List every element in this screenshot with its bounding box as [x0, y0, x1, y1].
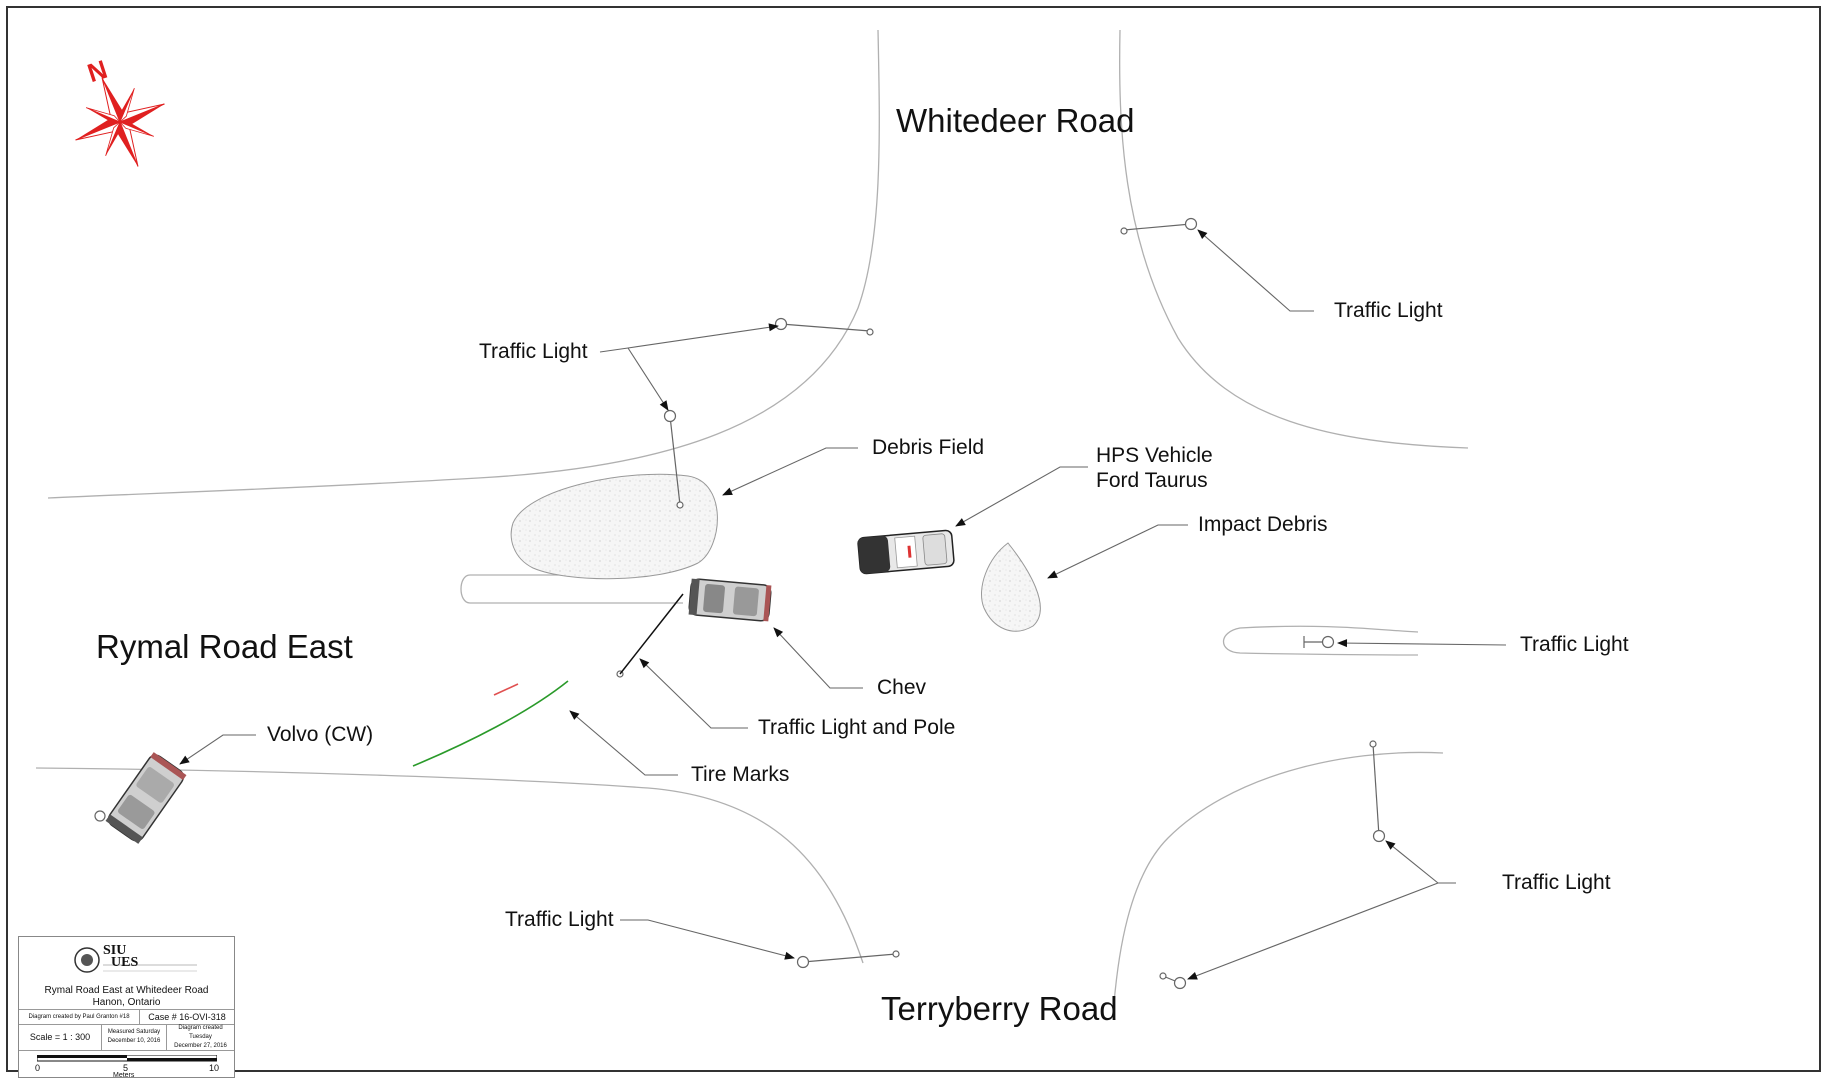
hps-vehicle-ford-taurus	[857, 529, 955, 575]
leader-traffic-light-se-1	[1385, 840, 1456, 884]
road-edge-rymal-south	[35, 767, 864, 964]
debris-field-area	[510, 473, 718, 580]
traffic-light-se-head-1	[1372, 829, 1386, 843]
label-debris-field: Debris Field	[872, 436, 985, 459]
leader-lines	[179, 229, 1507, 980]
road-edge-terryberry-east	[1113, 751, 1444, 1004]
label-traffic-light-nw: Traffic Light	[479, 340, 588, 363]
logo-text-siu: SIU	[103, 943, 127, 958]
median-east	[1223, 625, 1419, 656]
title-created-by: Diagram created by Paul Granton #18	[19, 1010, 140, 1024]
scale-units: Meters	[113, 1072, 135, 1079]
leader-traffic-light-nw-2	[627, 347, 669, 411]
scale-tick-5: 5	[123, 1063, 129, 1073]
title-diagram-created-line1: Diagram created Tuesday	[178, 1024, 223, 1040]
label-hps-vehicle-line2: Ford Taurus	[1096, 469, 1208, 492]
traffic-light-se-head-2	[1173, 976, 1187, 990]
road-name-whitedeer: Whitedeer Road	[896, 102, 1135, 139]
title-case-number: Case # 16-OVI-318	[148, 1011, 226, 1022]
scale-bar: 0 5 10 Meters	[35, 1054, 219, 1079]
label-volvo: Volvo (CW)	[267, 723, 374, 746]
traffic-lights	[616, 217, 1386, 990]
title-block: SIU UES Rymal Road East at Whitedeer Roa…	[18, 936, 235, 1079]
road-edges	[35, 29, 1469, 1004]
label-traffic-light-sw: Traffic Light	[505, 908, 614, 931]
compass-rose-icon	[75, 77, 165, 167]
label-traffic-light-and-pole: Traffic Light and Pole	[758, 716, 956, 739]
knocked-traffic-pole	[619, 593, 684, 675]
label-traffic-light-ne: Traffic Light	[1334, 299, 1443, 322]
collision-diagram	[35, 29, 1507, 1004]
road-name-terryberry: Terryberry Road	[881, 990, 1118, 1027]
leader-volvo	[179, 734, 256, 765]
diagram-frame: N Whitedeer Road Rymal Road East Terrybe…	[6, 6, 1821, 1079]
median-west	[460, 574, 683, 604]
traffic-light-e-head	[1321, 635, 1335, 649]
traffic-light-ne-head	[1184, 217, 1198, 231]
leader-traffic-light-se-2	[1187, 882, 1439, 980]
title-scale: Scale = 1 : 300	[19, 1024, 102, 1050]
label-traffic-light-e: Traffic Light	[1520, 633, 1629, 656]
leader-tire-marks	[569, 710, 678, 776]
scale-tick-0: 0	[35, 1063, 41, 1073]
logo-text-ues: UES	[111, 955, 139, 970]
volvo-vehicle	[105, 752, 187, 844]
leader-hps-vehicle	[955, 466, 1088, 527]
scale-tick-10: 10	[209, 1063, 220, 1073]
title-location-line2: Hanon, Ontario	[92, 997, 161, 1008]
chev-vehicle	[688, 578, 772, 622]
traffic-light-sw-head	[796, 955, 810, 969]
label-tire-marks: Tire Marks	[691, 763, 790, 786]
label-chev: Chev	[877, 676, 927, 699]
leader-debris-field	[722, 447, 858, 496]
leader-chev	[773, 627, 863, 689]
title-location: Rymal Road East at Whitedeer Road Hanon,…	[19, 985, 234, 1009]
leader-traffic-light-pole	[639, 658, 748, 729]
volvo-pole	[94, 810, 106, 822]
leader-traffic-light-sw	[620, 919, 795, 960]
title-row-dates: Scale = 1 : 300 Measured Saturday Decemb…	[19, 1024, 234, 1051]
impact-debris-area	[980, 542, 1041, 632]
title-row-creator: Diagram created by Paul Granton #18 Case…	[19, 1009, 234, 1025]
label-impact-debris: Impact Debris	[1198, 513, 1328, 536]
label-traffic-light-se: Traffic Light	[1502, 871, 1611, 894]
title-measured-line2: December 10, 2016	[107, 1038, 161, 1044]
label-hps-vehicle-line1: HPS Vehicle	[1096, 444, 1213, 467]
title-diagram-created-line2: December 27, 2016	[174, 1042, 227, 1049]
leader-traffic-light-ne	[1197, 229, 1314, 312]
traffic-light-nw-head-1	[774, 317, 788, 331]
road-edge-whitedeer-west	[47, 29, 880, 499]
road-edge-whitedeer-east	[1119, 29, 1469, 449]
tire-mark-red	[493, 683, 519, 696]
title-location-line1: Rymal Road East at Whitedeer Road	[44, 985, 209, 996]
leader-traffic-light-e	[1337, 639, 1507, 648]
siu-logo: SIU UES	[67, 943, 217, 977]
title-measured-line1: Measured Saturday	[107, 1029, 161, 1035]
leader-impact-debris	[1047, 524, 1188, 579]
title-measured: Measured Saturday December 10, 2016	[102, 1024, 167, 1050]
leader-traffic-light-nw-1	[599, 323, 779, 353]
title-diagram-created: Diagram created Tuesday December 27, 201…	[167, 1024, 234, 1050]
tire-mark-green	[412, 680, 569, 767]
road-name-rymal: Rymal Road East	[96, 628, 353, 665]
traffic-light-nw-head-2	[663, 409, 677, 423]
